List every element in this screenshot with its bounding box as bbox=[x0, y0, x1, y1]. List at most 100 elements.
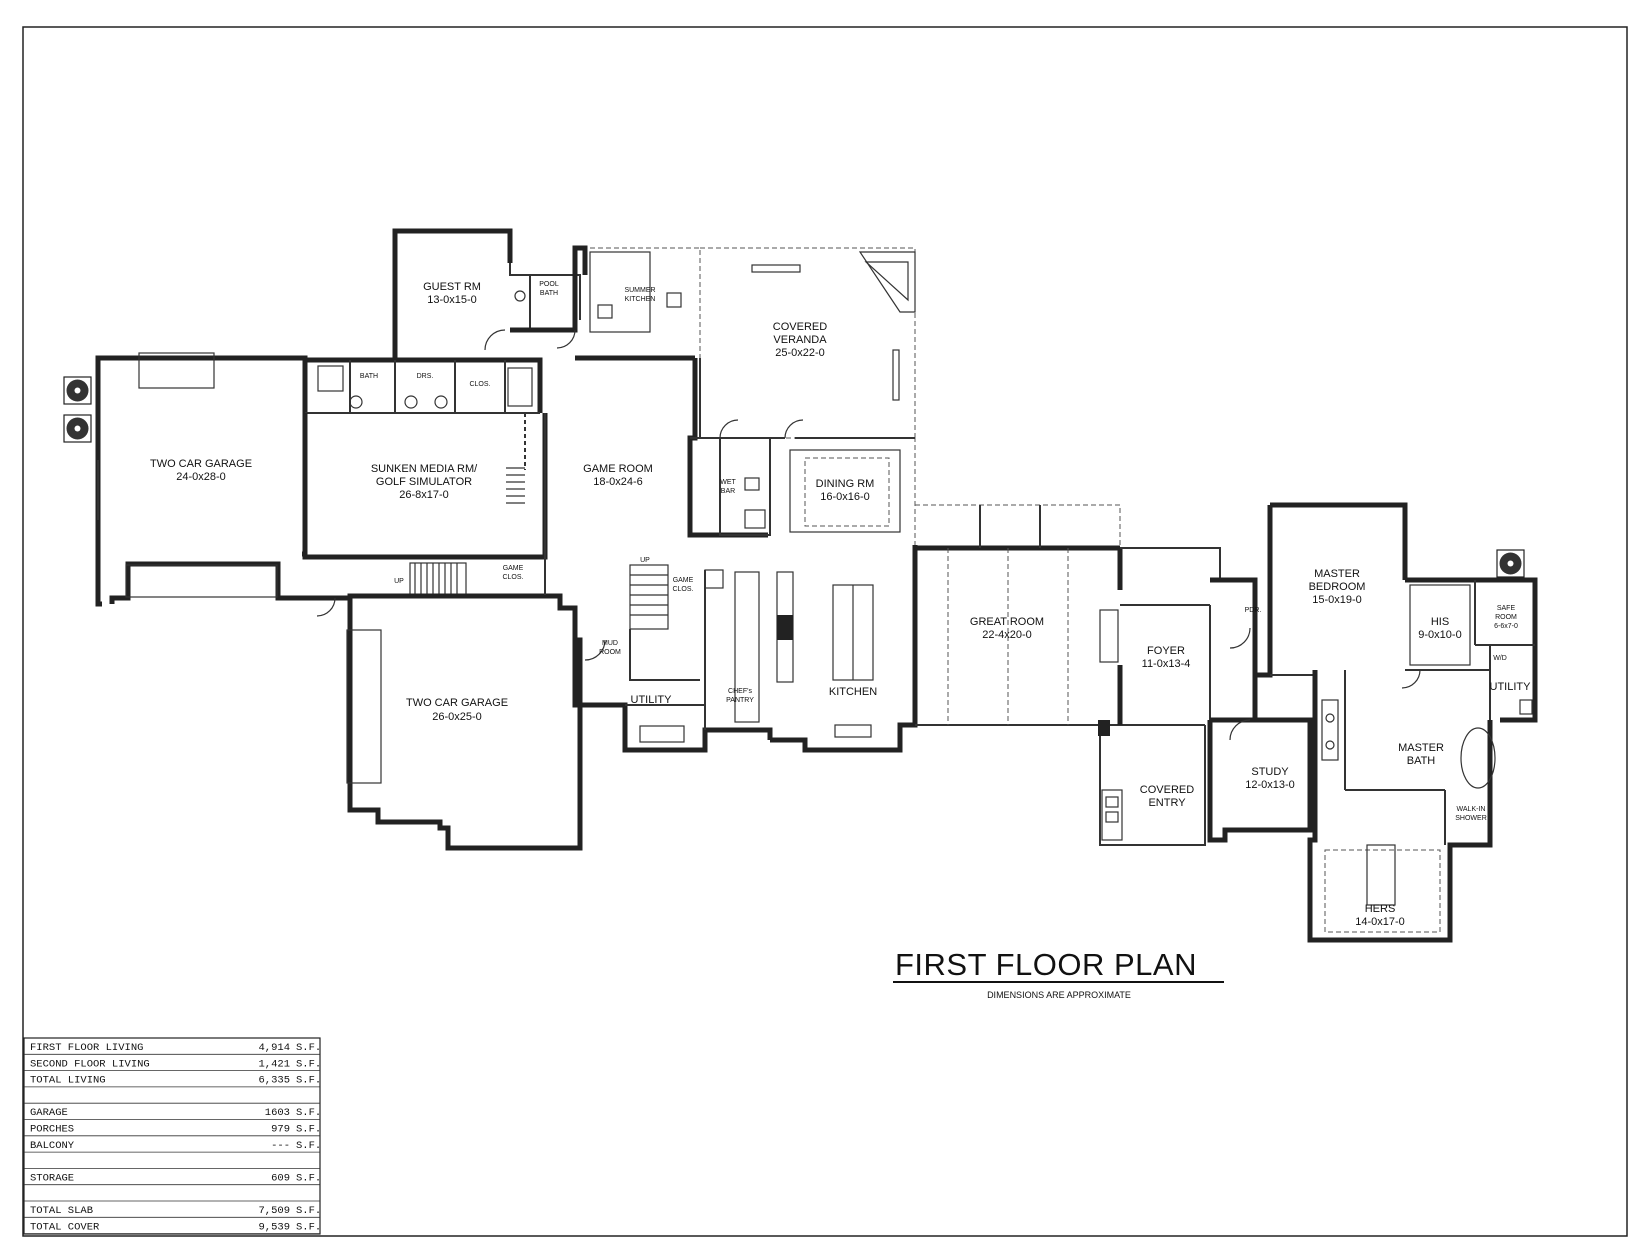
svg-text:GAME: GAME bbox=[503, 565, 524, 572]
table-row-label: GARAGE bbox=[30, 1107, 68, 1119]
table-row-unit: S.F. bbox=[296, 1075, 321, 1087]
door-swing-arcs bbox=[316, 329, 1421, 741]
svg-text:VERANDA: VERANDA bbox=[773, 334, 827, 346]
svg-text:WET: WET bbox=[720, 479, 736, 486]
page-subtitle: DIMENSIONS ARE APPROXIMATE bbox=[987, 990, 1131, 1000]
room-label-clos: CLOS. bbox=[469, 381, 490, 388]
svg-text:ROOM: ROOM bbox=[599, 649, 621, 656]
svg-text:SAFE: SAFE bbox=[1497, 605, 1516, 612]
ac-unit-icon bbox=[63, 376, 92, 405]
room-label-game-room: GAME ROOM 18-0x24-6 bbox=[583, 463, 653, 488]
svg-text:POOL: POOL bbox=[539, 281, 559, 288]
svg-text:16-0x16-0: 16-0x16-0 bbox=[820, 491, 870, 503]
table-row-value: --- bbox=[271, 1140, 290, 1152]
svg-text:26-8x17-0: 26-8x17-0 bbox=[399, 489, 449, 501]
room-label-media-rm: SUNKEN MEDIA RM/ GOLF SIMULATOR 26-8x17-… bbox=[371, 463, 478, 501]
guest-wing-walls bbox=[305, 228, 581, 414]
svg-text:ROOM: ROOM bbox=[1495, 614, 1517, 621]
room-label-study: STUDY 12-0x13-0 bbox=[1245, 766, 1295, 791]
master-bedroom-walls bbox=[1255, 502, 1408, 678]
table-row-unit: S.F. bbox=[296, 1221, 321, 1233]
table-row-value: 9,539 bbox=[258, 1221, 290, 1233]
room-label-two-car-garage-1: TWO CAR GARAGE 24-0x28-0 bbox=[150, 458, 252, 483]
room-label-mud-room: MUD ROOM bbox=[599, 640, 621, 656]
table-row-label: TOTAL SLAB bbox=[30, 1205, 93, 1217]
svg-text:6-6x7-0: 6-6x7-0 bbox=[1494, 623, 1518, 630]
table-row-label: STORAGE bbox=[30, 1172, 74, 1184]
room-label-wd: W/D bbox=[1493, 655, 1507, 662]
svg-text:MUD: MUD bbox=[602, 640, 618, 647]
room-label-chefs-pantry: CHEF's PANTRY bbox=[726, 688, 754, 704]
svg-text:22-4x20-0: 22-4x20-0 bbox=[982, 629, 1032, 641]
table-row-unit: S.F. bbox=[296, 1107, 321, 1119]
svg-text:SUNKEN MEDIA RM/: SUNKEN MEDIA RM/ bbox=[371, 463, 478, 475]
table-row-unit: S.F. bbox=[296, 1172, 321, 1184]
svg-text:TWO CAR GARAGE: TWO CAR GARAGE bbox=[150, 458, 252, 470]
svg-text:SUMMER: SUMMER bbox=[624, 287, 655, 294]
room-label-safe-room: SAFE ROOM 6-6x7-0 bbox=[1494, 605, 1518, 630]
room-label-pdr: PDR. bbox=[1245, 607, 1262, 614]
svg-text:ENTRY: ENTRY bbox=[1148, 797, 1186, 809]
table-row-value: 1,421 bbox=[258, 1058, 290, 1070]
room-label-two-car-garage-2: TWO CAR GARAGE 26-0x25-0 bbox=[406, 697, 508, 723]
table-row-value: 609 bbox=[271, 1172, 290, 1184]
table-row-label: FIRST FLOOR LIVING bbox=[30, 1042, 143, 1054]
room-label-game-clos-2: GAME CLOS. bbox=[672, 577, 693, 593]
svg-text:WALK-IN: WALK-IN bbox=[1457, 806, 1486, 813]
table-row-value: 7,509 bbox=[258, 1205, 290, 1217]
table-row-value: 1603 bbox=[265, 1107, 290, 1119]
svg-text:26-0x25-0: 26-0x25-0 bbox=[432, 711, 482, 723]
svg-text:14-0x17-0: 14-0x17-0 bbox=[1355, 916, 1405, 928]
room-label-his: HIS 9-0x10-0 bbox=[1418, 616, 1461, 641]
svg-text:9-0x10-0: 9-0x10-0 bbox=[1418, 629, 1461, 641]
svg-text:CLOS.: CLOS. bbox=[672, 586, 693, 593]
dining-walls bbox=[719, 437, 901, 536]
covered-entry-walls bbox=[1098, 720, 1206, 846]
table-row-unit: S.F. bbox=[296, 1124, 321, 1136]
svg-text:BAR: BAR bbox=[721, 488, 735, 495]
svg-text:GAME ROOM: GAME ROOM bbox=[583, 463, 653, 475]
room-label-bath: BATH bbox=[360, 373, 378, 380]
svg-text:25-0x22-0: 25-0x22-0 bbox=[775, 347, 825, 359]
table-row-label: PORCHES bbox=[30, 1124, 74, 1136]
table-row-unit: S.F. bbox=[296, 1042, 321, 1054]
svg-text:STUDY: STUDY bbox=[1251, 766, 1289, 778]
room-label-game-clos-1: GAME CLOS. bbox=[502, 565, 523, 581]
room-label-master-bath: MASTER BATH bbox=[1398, 742, 1444, 767]
label-up-1: UP bbox=[394, 578, 404, 585]
svg-text:13-0x15-0: 13-0x15-0 bbox=[427, 294, 477, 306]
garage-2-walls bbox=[318, 593, 583, 851]
svg-text:GAME: GAME bbox=[673, 577, 694, 584]
svg-text:COVERED: COVERED bbox=[773, 321, 827, 333]
room-label-drs: DRS. bbox=[417, 373, 434, 380]
room-label-dining-rm: DINING RM 16-0x16-0 bbox=[816, 478, 875, 503]
svg-text:24-0x28-0: 24-0x28-0 bbox=[176, 471, 226, 483]
kitchen-walls bbox=[572, 545, 918, 753]
table-row-label: TOTAL LIVING bbox=[30, 1075, 106, 1087]
svg-text:CLOS.: CLOS. bbox=[502, 574, 523, 581]
svg-text:PANTRY: PANTRY bbox=[726, 697, 754, 704]
room-label-kitchen: KITCHEN bbox=[829, 686, 877, 698]
svg-text:COVERED: COVERED bbox=[1140, 784, 1194, 796]
room-label-utility-1: UTILITY bbox=[631, 694, 673, 706]
master-bath-walls bbox=[1307, 670, 1496, 943]
svg-text:CHEF's: CHEF's bbox=[728, 688, 752, 695]
room-label-great-room: GREAT ROOM 22-4x20-0 bbox=[970, 616, 1044, 641]
central-walls bbox=[510, 245, 916, 595]
svg-text:BEDROOM: BEDROOM bbox=[1309, 581, 1366, 593]
svg-text:DINING RM: DINING RM bbox=[816, 478, 875, 490]
room-label-pool-bath: POOL BATH bbox=[539, 281, 559, 297]
svg-text:FOYER: FOYER bbox=[1147, 645, 1185, 657]
room-label-guest-rm: GUEST RM 13-0x15-0 bbox=[423, 281, 481, 306]
table-row-label: TOTAL COVER bbox=[30, 1221, 100, 1233]
sheet-border bbox=[22, 26, 1628, 1237]
page-title: FIRST FLOOR PLAN bbox=[895, 947, 1197, 982]
svg-text:12-0x13-0: 12-0x13-0 bbox=[1245, 779, 1295, 791]
room-label-utility-2: UTILITY bbox=[1490, 681, 1532, 693]
ac-unit-icon bbox=[1496, 549, 1525, 578]
his-closet-walls bbox=[1405, 577, 1538, 723]
room-label-covered-veranda: COVERED VERANDA 25-0x22-0 bbox=[773, 321, 827, 359]
stair-icon bbox=[409, 562, 467, 596]
